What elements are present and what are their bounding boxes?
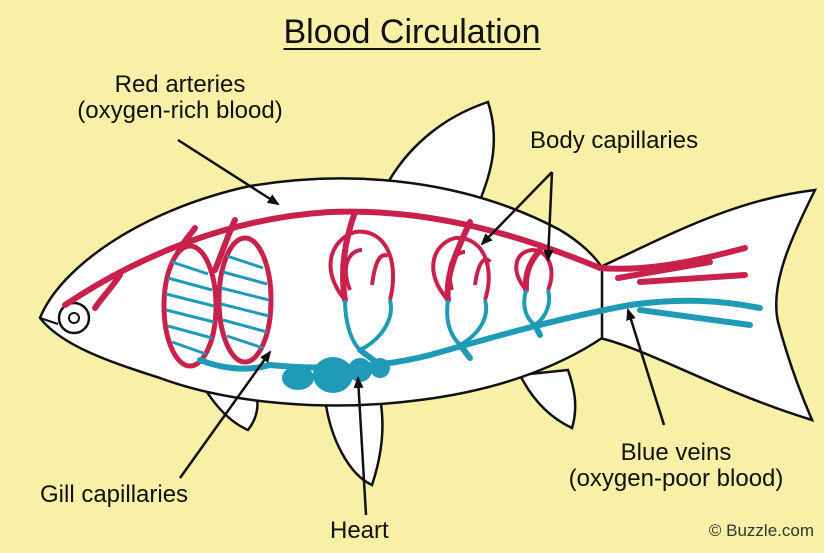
heart-label: Heart bbox=[330, 518, 389, 544]
blue-veins-text: Blue veins bbox=[536, 440, 816, 466]
red-arteries-text: Red arteries bbox=[30, 72, 330, 98]
gill-capillaries-label: Gill capillaries bbox=[40, 482, 188, 508]
blue-veins-note: (oxygen-poor blood) bbox=[536, 466, 816, 492]
gill-capillaries-1 bbox=[164, 246, 216, 366]
credit-text: © Buzzle.com bbox=[709, 521, 814, 541]
pelvic-fin bbox=[325, 398, 382, 485]
red-arteries-note: (oxygen-rich blood) bbox=[30, 98, 330, 124]
body-capillaries-label: Body capillaries bbox=[530, 128, 698, 154]
anal-fin bbox=[520, 370, 575, 428]
red-arteries-label: Red arteries (oxygen-rich blood) bbox=[30, 72, 330, 125]
gill-capillaries-2 bbox=[219, 238, 271, 362]
blue-veins-label: Blue veins (oxygen-poor blood) bbox=[536, 440, 816, 493]
diagram-title: Blood Circulation bbox=[0, 14, 824, 51]
